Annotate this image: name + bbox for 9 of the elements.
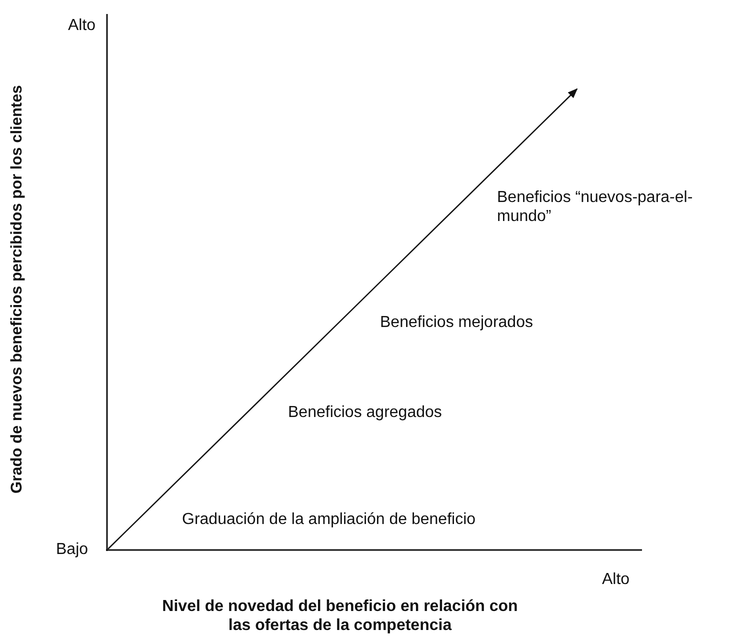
axis-label: Alto [68,16,96,36]
region-label: Beneficios “nuevos-para-el-mundo” [497,188,694,226]
region-label: Beneficios mejorados [380,313,533,332]
axis-title: Grado de nuevos beneficios percibidos por los clientes [8,84,27,496]
axis-label: Alto [602,570,630,590]
axis-label: Bajo [56,540,88,560]
region-label: Graduación de la ampliación de beneficio [182,510,476,530]
axis-title: Nivel de novedad del beneficio en relación con las ofertas de la competencia [161,597,519,636]
region-label: Beneficios agregados [288,403,442,422]
